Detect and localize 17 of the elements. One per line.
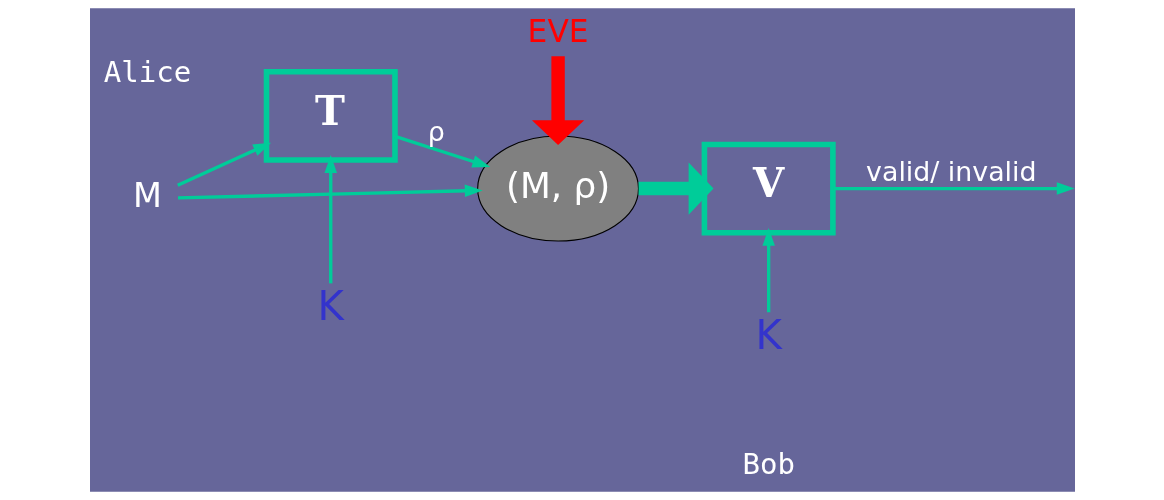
arrow — [832, 182, 1075, 195]
node-text: EVE — [527, 13, 589, 50]
node-box: V — [701, 141, 836, 236]
arrow — [177, 184, 483, 200]
arrow — [531, 56, 584, 146]
arrow — [761, 227, 775, 313]
edge-label: ρ — [427, 115, 445, 147]
arrow — [323, 155, 337, 284]
node-box: T — [263, 69, 398, 163]
arrow — [176, 142, 271, 187]
label: Bob — [741, 446, 795, 481]
arrow — [638, 162, 714, 215]
node-text: M — [132, 175, 162, 215]
node-ellipse: (M, ρ) — [476, 135, 639, 242]
arrow — [394, 134, 490, 168]
label: Alice — [103, 54, 191, 89]
edge-label: valid/ invalid — [865, 155, 1036, 187]
